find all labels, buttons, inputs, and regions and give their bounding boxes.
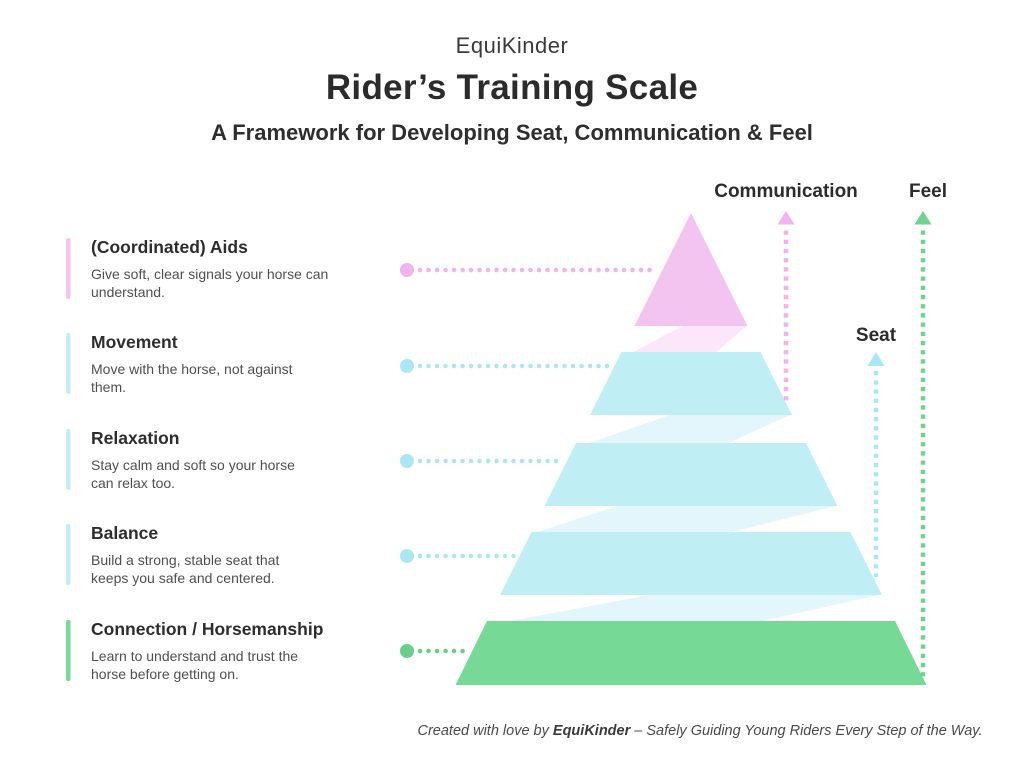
leader-dot-connection [400, 644, 414, 658]
level-item-connection: Connection / Horsemanship Learn to under… [66, 619, 381, 683]
fold-band-2 [588, 414, 791, 444]
level-title: (Coordinated) Aids [91, 237, 248, 257]
accent-bar-movement [66, 333, 71, 394]
level-title: Connection / Horsemanship [91, 619, 324, 639]
level-description: Learn to understand and trust the horse … [91, 648, 299, 682]
footer-brand: EquiKinder [552, 723, 631, 739]
accent-bar-balance [66, 524, 71, 585]
leader-dot-balance [400, 549, 414, 563]
fold-band-4 [508, 594, 881, 622]
level-item-relaxation: Relaxation Stay calm and soft so your ho… [66, 428, 381, 492]
level-title: Relaxation [91, 428, 180, 448]
pyramid-level-relaxation [544, 443, 838, 506]
level-title: Balance [91, 523, 159, 543]
level-description: Give soft, clear signals your horse can … [91, 266, 329, 300]
fold-band-1 [633, 325, 747, 353]
pyramid-level-connection [455, 621, 927, 685]
communication-arrowhead-icon [777, 211, 795, 225]
leader-dot-relaxation [400, 454, 414, 468]
accent-bar-aids [66, 238, 71, 299]
footer-suffix: – Safely Guiding Young Riders Every Step… [630, 723, 983, 739]
fold-band-3 [536, 505, 837, 533]
feel-arrowhead-icon [914, 211, 932, 225]
level-description: Move with the horse, not against them. [91, 361, 293, 395]
brand-name: EquiKinder [455, 33, 569, 58]
footer-credit: Created with love by EquiKinder – Safely… [400, 723, 1000, 739]
communication-arrow-label: Communication [714, 181, 858, 202]
page-title: Rider’s Training Scale [325, 68, 699, 107]
footer-prefix: Created with love by [417, 723, 553, 739]
level-item-balance: Balance Build a strong, stable seat that… [66, 523, 381, 587]
accent-bar-relaxation [66, 429, 71, 490]
seat-arrow-label: Seat [855, 325, 897, 346]
page-subtitle: A Framework for Developing Seat, Communi… [211, 120, 813, 145]
level-item-movement: Movement Move with the horse, not agains… [66, 332, 381, 396]
level-item-aids: (Coordinated) Aids Give soft, clear sign… [66, 237, 381, 301]
pyramid-level-balance [500, 532, 882, 595]
leader-dot-aids [400, 263, 414, 277]
pyramid-level-movement [590, 352, 792, 415]
level-title: Movement [91, 332, 178, 352]
level-description: Build a strong, stable seat that keeps y… [91, 552, 280, 586]
pyramid-level-aids [634, 213, 748, 326]
seat-arrowhead-icon [867, 352, 885, 366]
leader-dot-movement [400, 359, 414, 373]
accent-bar-connection [66, 620, 71, 681]
feel-arrow-label: Feel [908, 181, 948, 202]
level-description: Stay calm and soft so your horse can rel… [91, 457, 295, 491]
